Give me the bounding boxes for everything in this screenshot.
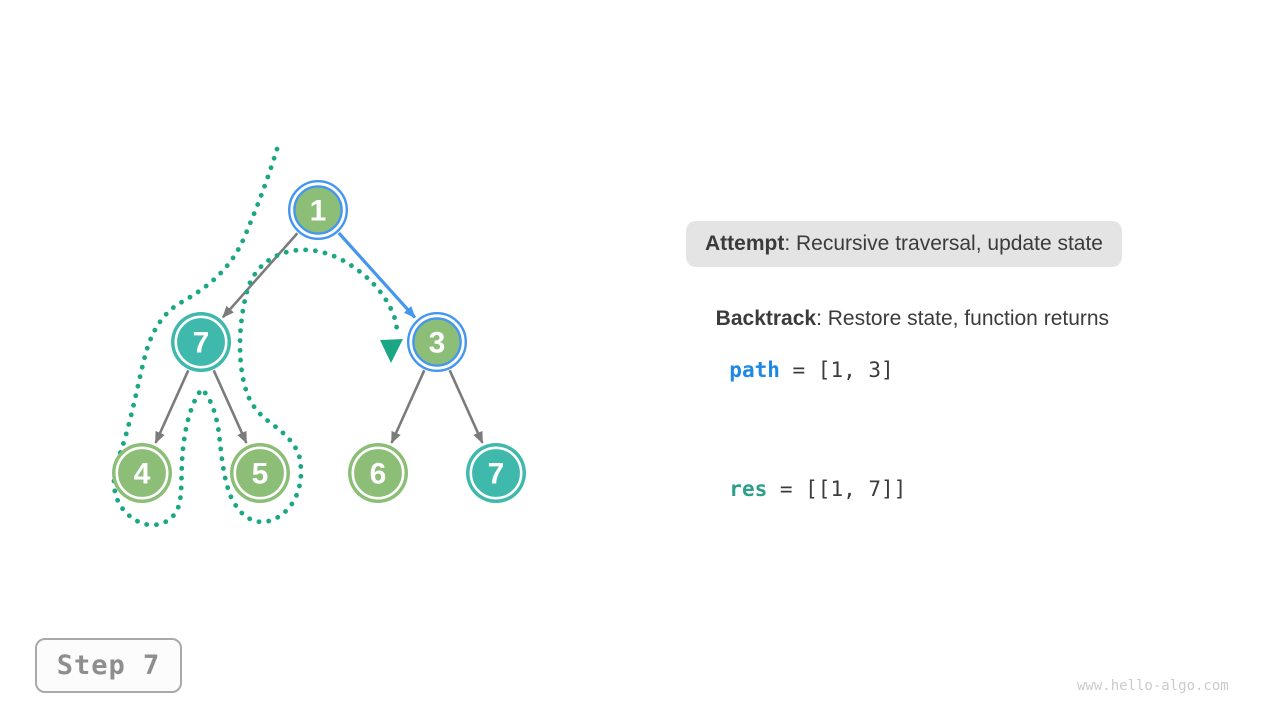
path-value: = [1, 3]: [779, 358, 894, 382]
tree-edge-active: [337, 231, 417, 319]
node-circle: [407, 312, 468, 373]
node-circle: [351, 446, 405, 500]
node-circle: [174, 315, 228, 369]
backtrack-line: Backtrack: Restore state, function retur…: [704, 281, 1109, 331]
node-circle: [112, 443, 172, 503]
res-variable: res: [729, 477, 768, 501]
traversal-trail: [111, 146, 403, 528]
tree-node-7: 7: [466, 443, 526, 503]
node-circle: [115, 446, 169, 500]
dotted-traversal-path: [111, 146, 400, 528]
tree-node-1-visited: 1: [288, 179, 349, 240]
watermark: www.hello-algo.com: [1077, 678, 1229, 694]
backtrack-label: Backtrack: [715, 307, 817, 330]
node-value: 4: [134, 458, 151, 491]
attempt-label: Attempt: [705, 232, 785, 255]
tree-node-7: 7: [171, 312, 231, 372]
node-circle: [230, 443, 290, 503]
tree-node-3-visited: 3: [407, 312, 468, 373]
tree-nodes: 1 7 3 4 5 6 7: [112, 179, 526, 503]
tree-node-6: 6: [348, 443, 408, 503]
backtrack-text: : Restore state, function returns: [816, 307, 1110, 330]
node-circle: [466, 443, 526, 503]
tree-edge: [154, 369, 190, 444]
tree-node-4: 4: [112, 443, 172, 503]
node-value: 1: [310, 195, 327, 228]
node-value: 6: [370, 458, 387, 491]
path-state-line: path = [1, 3]: [704, 331, 894, 383]
tree-node-5: 5: [230, 443, 290, 503]
res-state-line: res = [[1, 7]]: [704, 450, 906, 502]
node-circle: [288, 179, 349, 240]
node-value: 7: [193, 327, 210, 360]
node-value: 7: [488, 458, 505, 491]
tree-edge: [212, 369, 248, 444]
node-circle: [171, 312, 231, 372]
attempt-text: : Recursive traversal, update state: [784, 232, 1103, 255]
tree-edges: [154, 231, 484, 444]
node-circle: [469, 446, 523, 500]
attempt-status-box: Attempt: Recursive traversal, update sta…: [686, 221, 1122, 267]
node-circle: [293, 185, 343, 235]
tree-edge: [221, 232, 299, 319]
node-value: 5: [252, 458, 269, 491]
node-circle: [412, 317, 462, 367]
node-circle: [233, 446, 287, 500]
trail-arrow-icon: [380, 339, 403, 363]
tree-diagram: 1 7 3 4 5 6 7: [111, 146, 526, 528]
tree-edge: [390, 369, 426, 444]
step-badge: Step 7: [35, 638, 182, 693]
path-variable: path: [729, 358, 780, 382]
node-circle: [348, 443, 408, 503]
node-value: 3: [429, 327, 446, 360]
tree-edge: [448, 369, 484, 444]
res-value: = [[1, 7]]: [767, 477, 907, 501]
